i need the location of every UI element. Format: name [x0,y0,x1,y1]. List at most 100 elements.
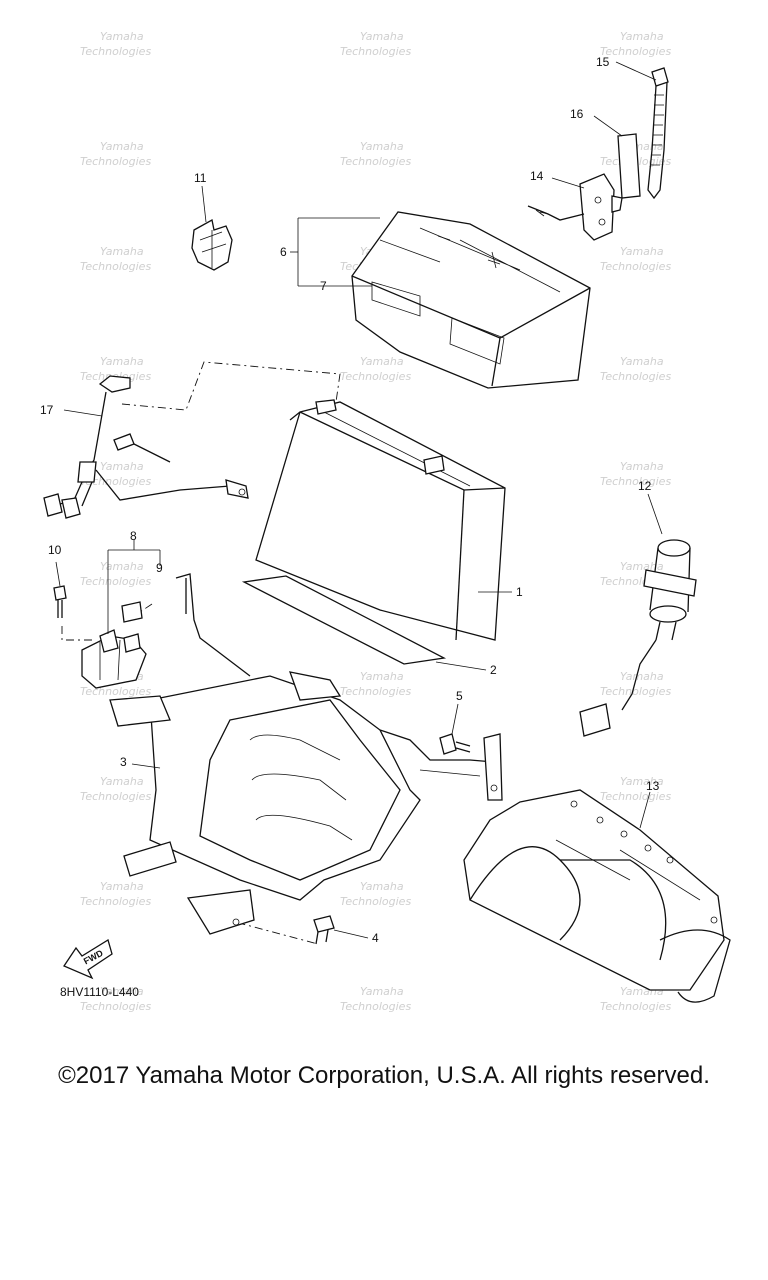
svg-text:Yamaha: Yamaha [360,880,404,893]
sensor-part-14 [527,173,623,241]
bolt-part-4 [313,915,369,945]
svg-text:Yamaha: Yamaha [620,670,664,683]
connection-lines [61,361,341,945]
part-label: 8 [130,529,137,543]
battery-pad-part-2 [241,575,487,671]
svg-text:Technologies: Technologies [340,1000,411,1013]
svg-text:Technologies: Technologies [340,155,411,168]
svg-text:Technologies: Technologies [340,895,411,908]
svg-text:Yamaha: Yamaha [620,30,664,43]
svg-text:Yamaha: Yamaha [620,355,664,368]
svg-text:Yamaha: Yamaha [100,985,144,998]
svg-text:Technologies: Technologies [80,575,151,588]
part-label: 4 [372,931,379,945]
svg-text:Yamaha: Yamaha [620,560,664,573]
battery-cable-part-17 [43,375,249,519]
part-label: 2 [490,663,497,677]
svg-text:Yamaha: Yamaha [360,355,404,368]
svg-text:Yamaha: Yamaha [100,355,144,368]
fuse-holder-part-8 [81,540,161,689]
svg-text:Yamaha: Yamaha [100,775,144,788]
svg-text:Technologies: Technologies [340,685,411,698]
svg-text:Yamaha: Yamaha [620,245,664,258]
part-labels: 1 2 3 4 5 6 7 8 9 10 11 12 13 14 15 16 1… [40,55,660,945]
svg-text:Technologies: Technologies [340,45,411,58]
reference-code: 8HV1110-L440 [60,985,139,999]
svg-text:Yamaha: Yamaha [360,670,404,683]
svg-text:Technologies: Technologies [600,685,671,698]
part-label: 10 [48,543,62,557]
cover-leader [290,217,380,287]
svg-text:Technologies: Technologies [80,45,151,58]
svg-text:Technologies: Technologies [600,790,671,803]
part-label: 17 [40,403,54,417]
copyright-text: ©2017 Yamaha Motor Corporation, U.S.A. A… [58,1062,710,1089]
svg-text:Technologies: Technologies [80,1000,151,1013]
part-label: 11 [194,171,207,185]
svg-text:Yamaha: Yamaha [100,880,144,893]
fwd-arrow-icon: FWD [63,938,113,980]
svg-text:Yamaha: Yamaha [100,30,144,43]
part-label: 15 [596,55,610,69]
svg-text:Technologies: Technologies [80,260,151,273]
clamp-part-11 [191,185,233,271]
part-label: 5 [456,689,463,703]
power-socket-part-12 [579,493,697,737]
svg-text:Technologies: Technologies [80,895,151,908]
svg-text:Technologies: Technologies [600,1000,671,1013]
svg-text:Yamaha: Yamaha [360,30,404,43]
svg-text:Yamaha: Yamaha [360,140,404,153]
heat-shield-part-13 [463,789,731,1003]
part-label: 16 [570,107,584,121]
svg-text:Technologies: Technologies [80,685,151,698]
svg-text:Technologies: Technologies [600,370,671,383]
svg-text:Technologies: Technologies [600,260,671,273]
part-label: 9 [156,561,163,575]
fuse-part-9 [121,601,143,623]
part-label: 14 [530,169,544,183]
svg-text:Technologies: Technologies [600,45,671,58]
battery-cover-part-6 [351,211,591,389]
svg-text:Technologies: Technologies [80,155,151,168]
svg-text:Yamaha: Yamaha [100,245,144,258]
svg-text:Yamaha: Yamaha [100,140,144,153]
battery-box-part-3 [109,573,503,935]
cable-tie-part-15 [615,61,669,200]
svg-text:Technologies: Technologies [80,475,151,488]
battery-part-1 [255,399,512,641]
part-label: 1 [516,585,523,599]
part-label: 12 [638,479,652,493]
svg-text:Technologies: Technologies [80,790,151,803]
bolt-part-5 [439,703,471,755]
svg-text:Yamaha: Yamaha [100,460,144,473]
part-label: 3 [120,755,127,769]
svg-text:Yamaha: Yamaha [100,560,144,573]
svg-text:Technologies: Technologies [600,475,671,488]
svg-text:Yamaha: Yamaha [360,985,404,998]
part-label: 6 [280,245,287,259]
bolt-part-10 [53,561,67,618]
svg-text:Yamaha: Yamaha [620,460,664,473]
part-label: 7 [320,279,327,293]
